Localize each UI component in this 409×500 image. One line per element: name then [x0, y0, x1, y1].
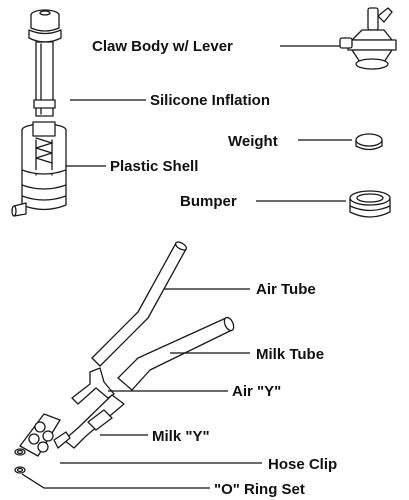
label-o-ring-set: "O" Ring Set: [214, 481, 305, 498]
weight-illustration: [355, 133, 383, 151]
labels: Claw Body w/ Lever Silicone Inflation We…: [92, 38, 337, 498]
label-hose-clip: Hose Clip: [268, 456, 337, 473]
label-claw-body: Claw Body w/ Lever: [92, 38, 233, 55]
label-air-tube: Air Tube: [256, 281, 316, 298]
tubes-assembly: [14, 241, 235, 474]
bumper-illustration: [349, 190, 391, 218]
label-milk-tube: Milk Tube: [256, 346, 324, 363]
inflation-shell-assembly: [11, 9, 67, 217]
leader-lines: [21, 45, 352, 489]
label-weight: Weight: [228, 133, 278, 150]
label-air-y: Air "Y": [232, 383, 281, 400]
claw-body-illustration: [339, 7, 397, 70]
label-milk-y: Milk "Y": [152, 428, 210, 445]
leader-o-ring-set: [21, 473, 210, 489]
label-silicone-inflation: Silicone Inflation: [150, 92, 270, 109]
label-plastic-shell: Plastic Shell: [110, 158, 198, 175]
label-bumper: Bumper: [180, 193, 237, 210]
